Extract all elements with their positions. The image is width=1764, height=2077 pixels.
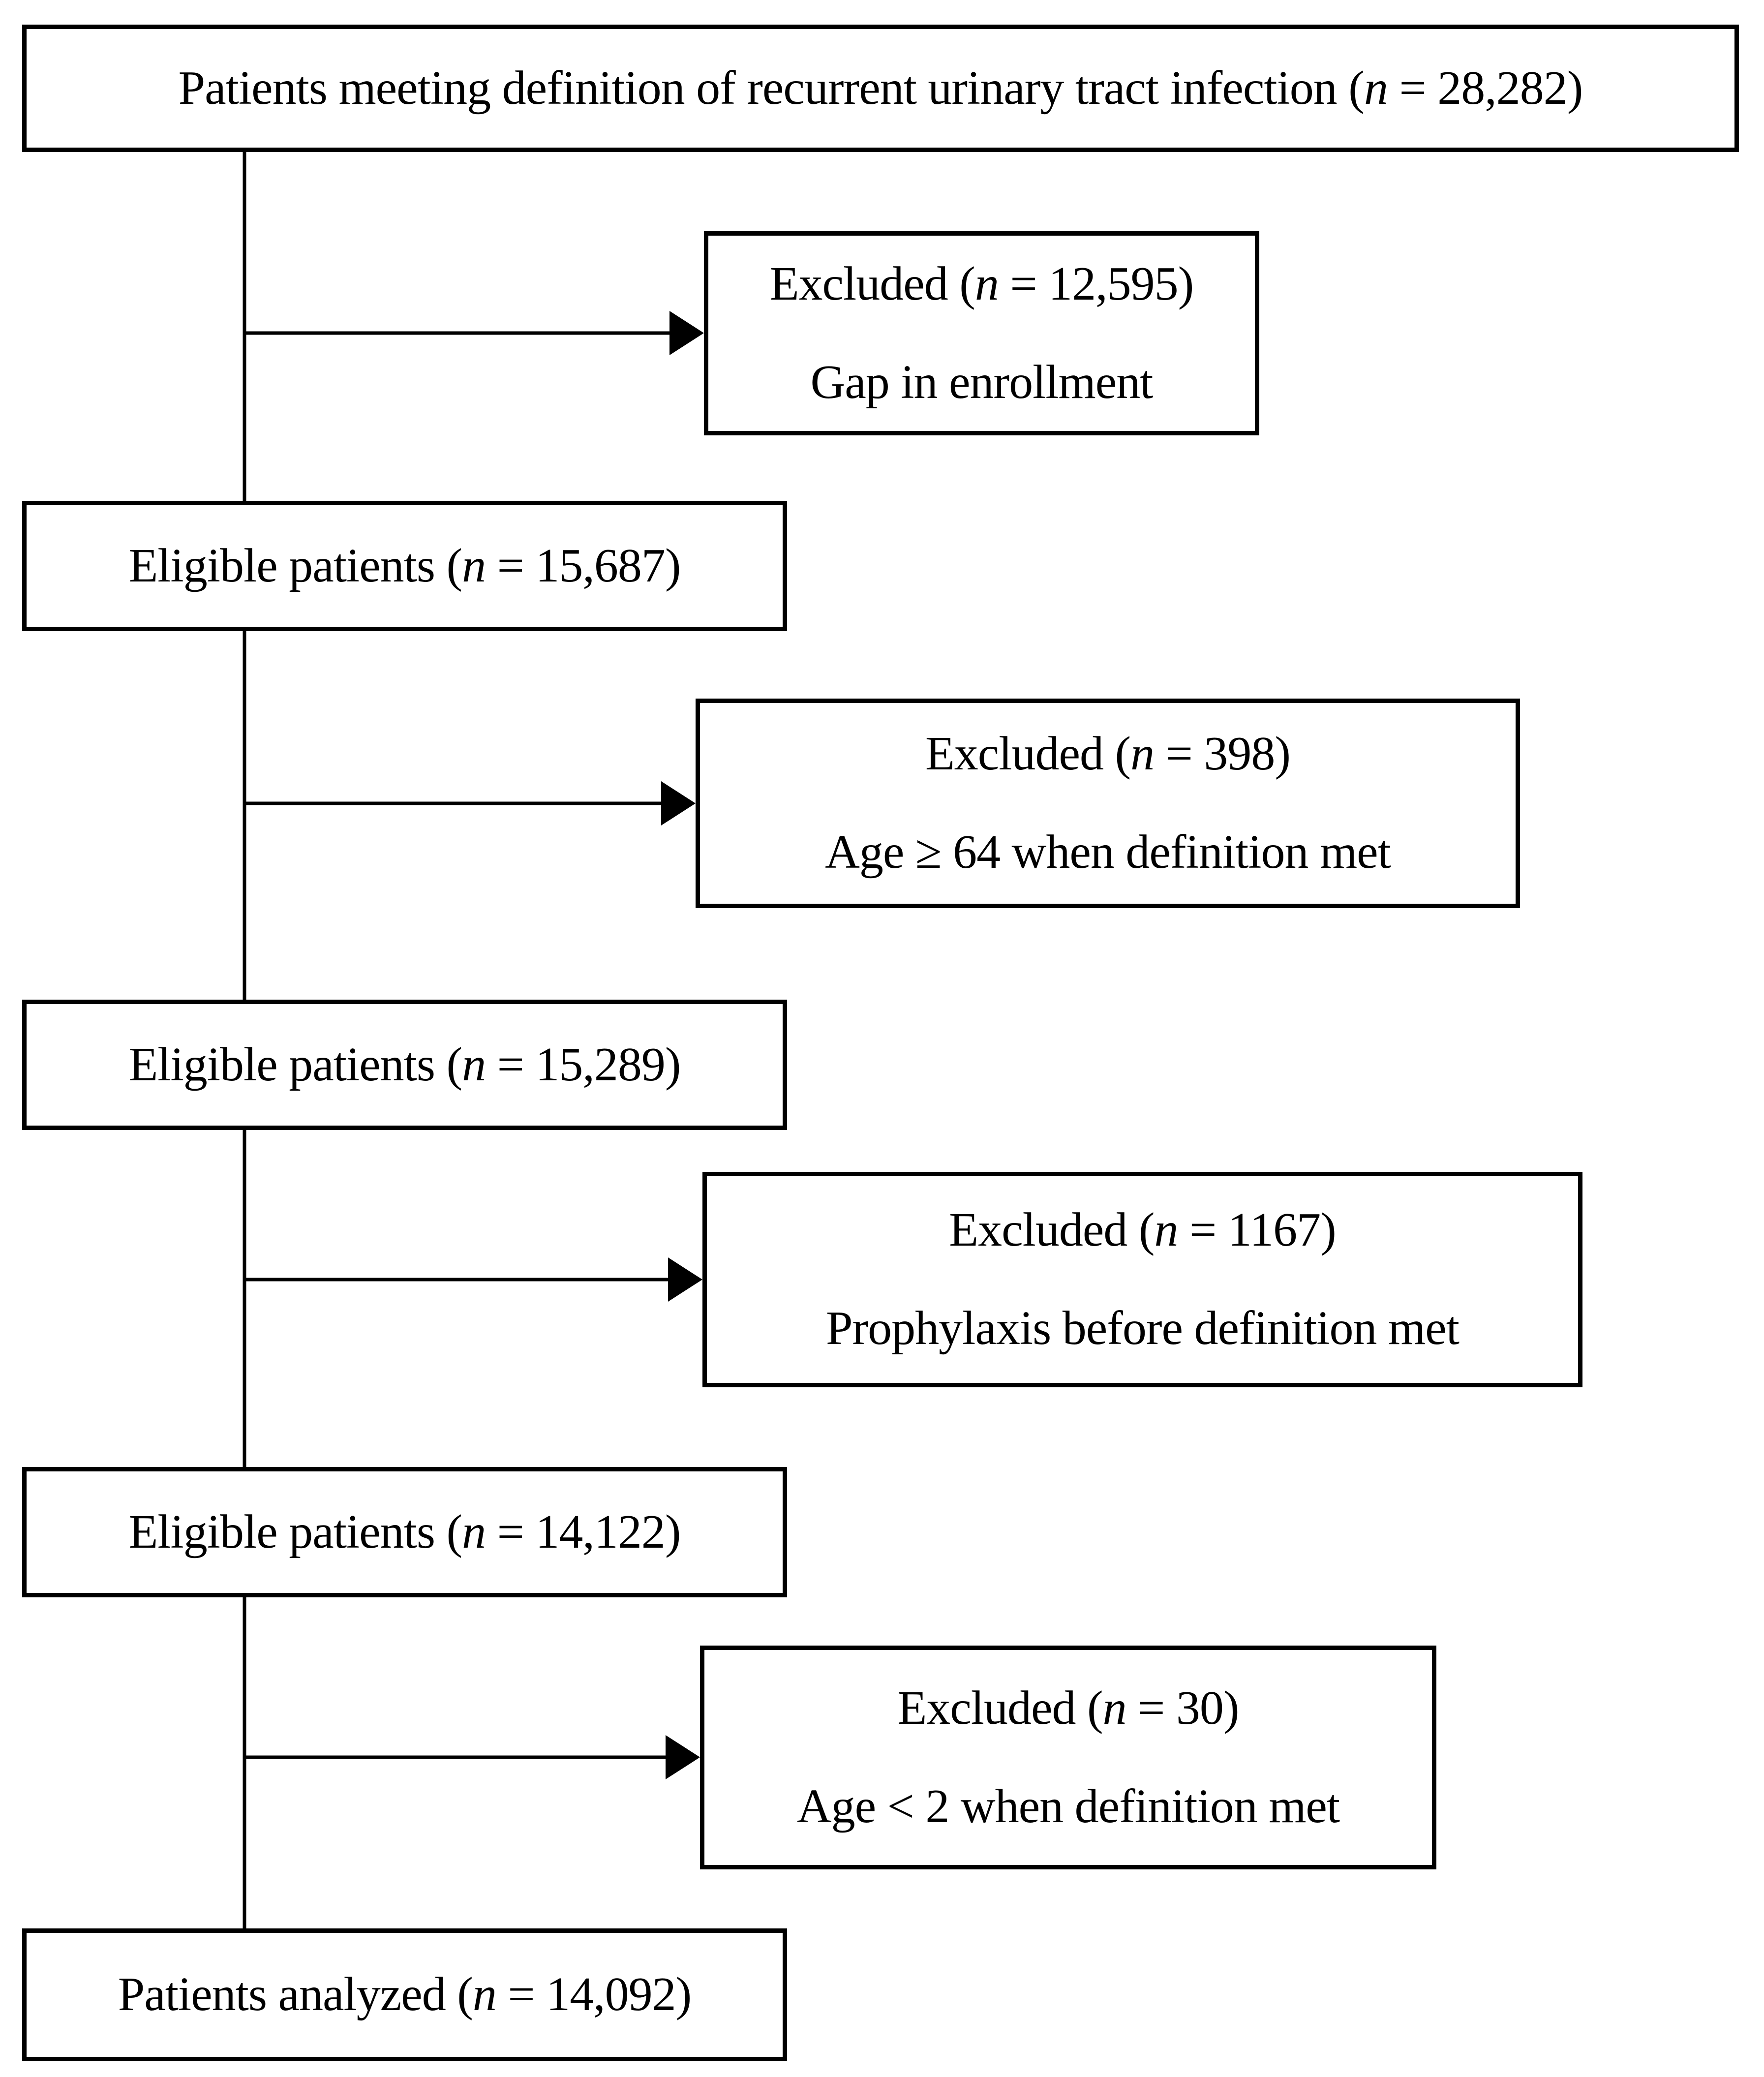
box-label: Excluded (n = 12,595) — [761, 255, 1203, 313]
label-count: = 14,092) — [496, 1968, 692, 2021]
label-text: Eligible patients ( — [128, 1038, 462, 1091]
arrowhead-excluded-3 — [668, 1257, 702, 1302]
arrowhead-excluded-2 — [661, 781, 696, 825]
box-label: Eligible patients (n = 15,289) — [120, 1036, 689, 1094]
label-text: Excluded ( — [925, 727, 1131, 781]
label-count: = 28,282) — [1387, 61, 1583, 115]
label-text: Gap in enrollment — [810, 355, 1153, 409]
label-count: = 15,687) — [486, 539, 681, 592]
exclusion-reason: Age ≥ 64 when definition met — [816, 824, 1399, 882]
n-symbol: n — [462, 1038, 486, 1091]
box-eligible-patients-1: Eligible patients (n = 15,687) — [22, 501, 787, 631]
label-count: = 30) — [1126, 1681, 1239, 1735]
n-symbol: n — [974, 257, 999, 310]
label-count: = 398) — [1154, 727, 1291, 781]
label-count: = 15,289) — [486, 1038, 681, 1091]
label-count: = 14,122) — [486, 1505, 681, 1558]
n-symbol: n — [472, 1968, 497, 2021]
label-text: Patients meeting definition of recurrent… — [178, 61, 1365, 115]
label-text: Age < 2 when definition met — [796, 1779, 1340, 1833]
n-symbol: n — [1364, 61, 1388, 115]
n-symbol: n — [462, 1505, 486, 1558]
n-symbol: n — [1102, 1681, 1127, 1735]
box-source-population: Patients meeting definition of recurrent… — [22, 25, 1739, 152]
box-eligible-patients-3: Eligible patients (n = 14,122) — [22, 1467, 787, 1597]
box-patients-analyzed: Patients analyzed (n = 14,092) — [22, 1928, 787, 2061]
box-excluded-age-under-2: Excluded (n = 30) Age < 2 when definitio… — [700, 1646, 1436, 1869]
label-count: = 1167) — [1178, 1203, 1337, 1257]
box-excluded-gap-in-enrollment: Excluded (n = 12,595) Gap in enrollment — [704, 231, 1259, 435]
arrowhead-excluded-4 — [666, 1735, 700, 1779]
label-text: Prophylaxis before definition met — [826, 1302, 1460, 1355]
box-label: Eligible patients (n = 15,687) — [120, 537, 689, 595]
box-label: Patients meeting definition of recurrent… — [170, 60, 1592, 118]
arrowhead-excluded-1 — [669, 311, 704, 355]
box-label: Eligible patients (n = 14,122) — [120, 1503, 689, 1561]
box-excluded-prophylaxis: Excluded (n = 1167) Prophylaxis before d… — [702, 1172, 1582, 1387]
label-text: Excluded ( — [949, 1203, 1155, 1257]
label-text: Eligible patients ( — [128, 1505, 462, 1558]
label-text: Excluded ( — [897, 1681, 1103, 1735]
label-text: Age ≥ 64 when definition met — [825, 825, 1391, 879]
label-count: = 12,595) — [998, 257, 1194, 310]
exclusion-reason: Gap in enrollment — [801, 354, 1161, 412]
exclusion-reason: Prophylaxis before definition met — [817, 1300, 1468, 1358]
n-symbol: n — [462, 539, 486, 592]
label-text: Excluded ( — [769, 257, 975, 310]
box-label: Excluded (n = 30) — [888, 1680, 1247, 1738]
label-text: Patients analyzed ( — [118, 1968, 473, 2021]
box-label: Excluded (n = 1167) — [940, 1201, 1345, 1259]
label-text: Eligible patients ( — [128, 539, 462, 592]
box-excluded-age-64-or-older: Excluded (n = 398) Age ≥ 64 when definit… — [696, 699, 1520, 908]
box-label: Patients analyzed (n = 14,092) — [109, 1966, 700, 2024]
box-eligible-patients-2: Eligible patients (n = 15,289) — [22, 1000, 787, 1130]
n-symbol: n — [1154, 1203, 1178, 1257]
exclusion-reason: Age < 2 when definition met — [788, 1778, 1348, 1836]
box-label: Excluded (n = 398) — [916, 725, 1299, 783]
n-symbol: n — [1130, 727, 1155, 781]
